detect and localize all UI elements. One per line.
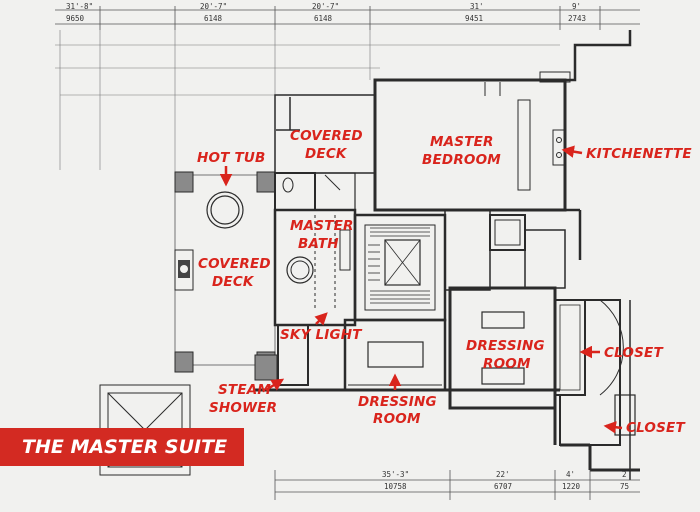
label-master-bedroom-1: MASTER — [430, 134, 494, 150]
label-dressing-room-bottom-2: ROOM — [373, 411, 421, 427]
dim-bottom-1-ft: 35'-3" — [382, 470, 409, 479]
label-closet-lower: CLOSET — [626, 420, 686, 436]
dim-top-2-mm: 6148 — [204, 14, 223, 23]
kitchenette-fixtures — [552, 129, 566, 166]
dim-top-1-ft: 31'-8" — [66, 2, 93, 11]
stair-treads — [368, 227, 430, 304]
bottom-dimension-lines — [274, 470, 640, 500]
label-sky-light: SKY LIGHT — [280, 327, 363, 343]
arrow-steam-shower — [265, 378, 285, 392]
dim-top-4-ft: 31' — [470, 2, 484, 11]
dim-top-3-ft: 20'-7" — [312, 2, 339, 11]
label-arrows — [219, 145, 623, 434]
title-banner: THE MASTER SUITE — [0, 428, 244, 466]
grid-lines — [55, 30, 560, 175]
closet-walls — [554, 299, 636, 480]
dim-bottom-2-mm: 6707 — [494, 482, 512, 491]
top-dimension-texts: 31'-8" 9650 20'-7" 6148 20'-7" 6148 31' … — [66, 2, 586, 23]
dim-top-4-mm: 9451 — [465, 14, 483, 23]
dim-bottom-2-ft: 22' — [496, 470, 510, 479]
upper-right-exterior — [565, 30, 632, 260]
service-rooms — [444, 209, 566, 291]
arrow-closet-lower — [603, 421, 623, 434]
dim-top-2-ft: 20'-7" — [200, 2, 227, 11]
bottom-dimension-texts: 35'-3" 10758 22' 6707 4' 1220 2 75 — [382, 470, 629, 491]
arrow-kitchenette — [561, 145, 583, 158]
top-dimension-lines — [55, 6, 640, 30]
steam-shower-walls — [254, 324, 309, 386]
dim-top-5-ft: 9' — [572, 2, 581, 11]
arrow-sky-light — [314, 312, 328, 326]
label-closet-upper: CLOSET — [604, 345, 664, 361]
label-dressing-room-bottom-1: DRESSING — [358, 394, 437, 410]
label-covered-deck-top-1: COVERED — [290, 128, 363, 144]
label-master-bedroom-2: BEDROOM — [422, 152, 501, 168]
label-hot-tub: HOT TUB — [197, 150, 266, 166]
dim-top-1-mm: 9650 — [66, 14, 85, 23]
label-covered-deck-left-1: COVERED — [198, 256, 271, 272]
label-steam-shower-1: STEAM — [218, 382, 271, 398]
outer-walls — [255, 388, 640, 472]
dim-bottom-3-mm: 1220 — [562, 482, 581, 491]
label-dressing-room-right-2: ROOM — [483, 356, 531, 372]
label-steam-shower-2: SHOWER — [209, 400, 277, 416]
dim-bottom-4-mm: 75 — [620, 482, 629, 491]
hot-tub-fixture — [174, 191, 244, 291]
wc-room — [274, 172, 356, 211]
label-master-bath-1: MASTER — [290, 218, 354, 234]
room-labels: HOT TUB COVERED DECK MASTER BEDROOM KITC… — [197, 128, 692, 436]
dim-bottom-1-mm: 10758 — [384, 482, 407, 491]
label-covered-deck-top-2: DECK — [305, 146, 348, 162]
label-covered-deck-left-2: DECK — [212, 274, 255, 290]
label-master-bath-2: BATH — [298, 236, 339, 252]
dim-top-3-mm: 6148 — [314, 14, 333, 23]
label-kitchenette: KITCHENETTE — [586, 146, 692, 162]
dim-bottom-3-ft: 4' — [566, 470, 575, 479]
dim-bottom-4-ft: 2 — [622, 470, 627, 479]
stair-core — [353, 213, 447, 322]
label-dressing-room-right-1: DRESSING — [466, 338, 545, 354]
dim-top-5-mm: 2743 — [568, 14, 586, 23]
